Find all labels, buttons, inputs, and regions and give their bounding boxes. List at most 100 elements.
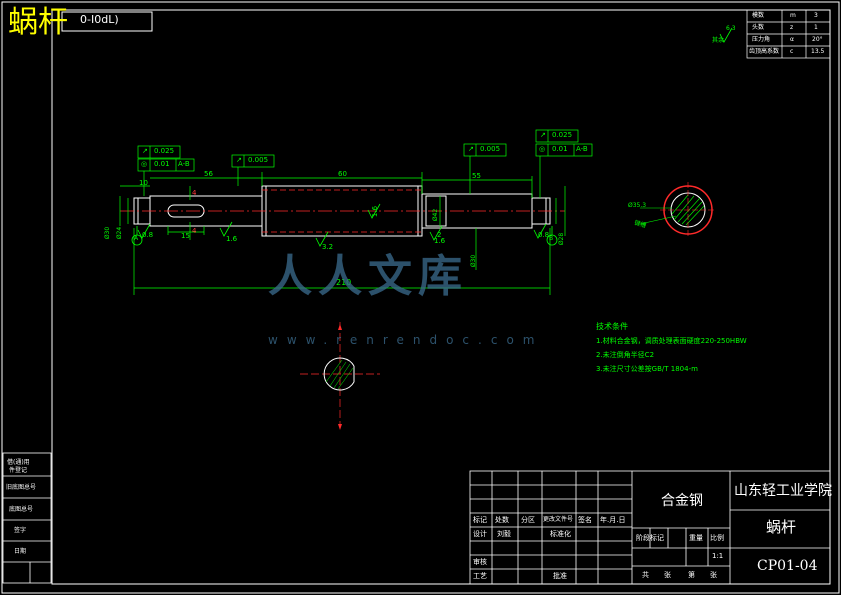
tol-value-0: 0.025	[154, 147, 175, 155]
tb-header-1: 处数	[495, 516, 509, 524]
dim-dia-key: Ø24	[116, 226, 124, 240]
tol-symbol-3: ↗	[468, 145, 474, 153]
tol-datum-5: A-B	[576, 145, 588, 153]
gear-param-val-2: 20°	[812, 36, 823, 43]
left-strip-4: 签字	[14, 527, 27, 534]
tb-sheet-3: 张	[710, 571, 717, 579]
cross-section-view	[639, 182, 716, 238]
gear-param-label-0: 模数	[752, 12, 765, 19]
tol-symbol-1: ◎	[141, 160, 148, 168]
datum-symbols	[131, 226, 558, 246]
tol-symbol-0: ↗	[142, 147, 148, 155]
tb-header-2: 分区	[521, 516, 535, 524]
surface-value: 6.3	[726, 25, 736, 32]
gear-param-sym-3: c	[790, 48, 794, 55]
left-strip-5: 日期	[14, 548, 27, 555]
tech-note-1: 1.材料合金钢，调质处理表面硬度220-250HBW	[596, 337, 747, 345]
left-strip-3: 底图总号	[9, 506, 34, 513]
dim-60: 60	[338, 170, 347, 178]
tol-symbol-5: ◎	[539, 145, 546, 153]
worm-pitch-lines	[120, 189, 565, 233]
left-strip-1: 件登记	[9, 467, 28, 474]
left-strip	[2, 452, 52, 584]
section-dia: Ø35.3	[628, 202, 647, 209]
tb-header-3: 更改文件号	[543, 516, 574, 523]
title-block	[469, 470, 831, 585]
gear-param-val-1: 1	[814, 24, 818, 31]
tol-value-5: 0.01	[552, 145, 568, 153]
roughness-symbols	[137, 27, 733, 247]
roughness-5: 1.6	[434, 237, 446, 245]
dim-56: 56	[204, 170, 213, 178]
roughness-4: 0.8	[538, 231, 550, 239]
gear-param-label-3: 齿顶高系数	[749, 48, 780, 55]
watermark-text: 人人文库	[268, 251, 468, 302]
tb-header-0: 标记	[473, 516, 487, 524]
part-name: 蜗杆	[766, 518, 797, 536]
gear-param-sym-1: z	[790, 24, 794, 31]
tech-note-2: 2.未注倒角半径C2	[596, 351, 655, 359]
tb-check-label: 审核	[473, 558, 487, 566]
tb-header-4: 签名	[578, 516, 592, 524]
tol-value-3: 0.005	[480, 145, 501, 153]
dimension-lines	[119, 172, 566, 295]
watermark-url: www.renrendoc.com	[268, 333, 544, 347]
dim-4-top: 4	[192, 189, 197, 197]
gear-param-table	[746, 9, 831, 59]
gear-param-label-2: 压力角	[752, 36, 771, 43]
datum-a: A	[134, 235, 139, 242]
roughness-0: 0.8	[142, 231, 154, 239]
dim-dia-end: Ø28	[558, 232, 566, 246]
roughness-1: 1.6	[226, 235, 238, 243]
gear-param-val-0: 3	[814, 12, 818, 19]
dim-dia-left: Ø30	[104, 226, 112, 240]
dim-dia-right: Ø30	[470, 254, 478, 268]
tb-scale-label: 比例	[710, 534, 724, 542]
drawing-number: CP01-04	[757, 558, 818, 574]
gear-param-label-1: 头数	[752, 24, 765, 31]
tech-note-3: 3.未注尺寸公差按GB/T 1804-m	[596, 365, 698, 373]
top-left-code: 0-I0dL)	[80, 13, 119, 26]
tb-designer: 刘毅	[497, 530, 511, 538]
tb-process-label: 工艺	[473, 572, 487, 580]
datum-b: B	[549, 235, 554, 242]
gear-param-sym-0: m	[790, 12, 796, 19]
tb-header-5: 年.月.日	[600, 516, 626, 524]
roughness-3: 1.6	[371, 205, 380, 218]
tolerance-frames	[137, 129, 593, 198]
dim-55: 55	[472, 172, 481, 180]
tol-symbol-4: ↗	[540, 131, 546, 139]
top-left-code-box	[61, 11, 153, 32]
tol-datum-1: A-B	[178, 160, 190, 168]
inner-border	[51, 9, 831, 585]
school-name: 山东轻工业学院	[734, 483, 832, 499]
left-strip-0: 借(通)用	[7, 459, 30, 466]
tb-weight-label: 重量	[689, 534, 703, 542]
dim-15: 15	[181, 232, 190, 240]
surface-note: 其余	[712, 37, 725, 44]
gear-param-sym-2: α	[790, 36, 794, 43]
tb-sheet-1: 张	[664, 571, 671, 579]
roughness-2: 3.2	[322, 243, 334, 251]
tb-design-label: 设计	[473, 530, 487, 538]
material: 合金钢	[661, 493, 703, 509]
gear-param-val-3: 13.5	[811, 48, 825, 55]
tech-notes-heading: 技术条件	[596, 322, 628, 331]
tb-sheet-2: 第	[688, 571, 695, 579]
tb-standard-label: 标准化	[550, 530, 571, 538]
dim-10: 10	[139, 179, 148, 187]
dim-210: 210	[336, 278, 352, 287]
tol-value-4: 0.025	[552, 131, 573, 139]
keyway-section-view	[300, 322, 380, 430]
dim-4-bottom: 4	[192, 227, 197, 235]
tol-symbol-2: ↗	[236, 156, 242, 164]
tb-approve-label: 批准	[553, 572, 567, 580]
dim-2: 2	[437, 231, 442, 239]
left-strip-2: 旧底图总号	[6, 484, 37, 491]
scale-value: 1:1	[712, 552, 724, 560]
tol-value-2: 0.005	[248, 156, 269, 164]
tol-value-1: 0.01	[154, 160, 170, 168]
tb-sheet-0: 共	[642, 571, 649, 579]
